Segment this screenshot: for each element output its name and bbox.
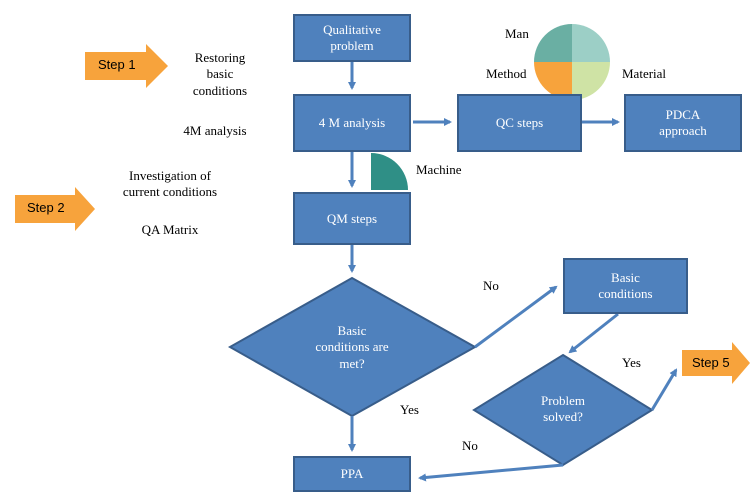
label-man: Man: [505, 26, 529, 41]
man-quadrant: [534, 24, 572, 62]
step5-arrow-shape: [682, 342, 750, 384]
note-restoring-basic-conditions: Restoring basic conditions: [192, 50, 248, 98]
arrow-diamond-to-basic: [474, 285, 558, 349]
label-machine: Machine: [416, 162, 462, 177]
box-ppa: PPA: [293, 456, 411, 492]
note-investigation: Investigation of current conditions: [122, 168, 218, 200]
box-qc-steps: QC steps: [457, 94, 582, 152]
arrow-solved-to-step5: [650, 368, 678, 411]
box-qualitative-problem: Qualitative problem: [293, 14, 411, 62]
step2-label: Step 2: [27, 200, 65, 215]
step1-arrow-shape: [85, 44, 168, 88]
box-pdca-approach: PDCA approach: [624, 94, 742, 152]
method-quadrant: [534, 62, 572, 100]
box-qm-steps: QM steps: [293, 192, 411, 245]
man-quadrant-right: [572, 24, 610, 62]
step5-label: Step 5: [692, 355, 730, 370]
edge-label-yes-right: Yes: [622, 355, 641, 370]
edge-label-no-top: No: [483, 278, 499, 293]
diamond-problem-solved-label: Problem solved?: [540, 393, 586, 425]
machine-quadrant: [371, 153, 408, 190]
material-quadrant: [572, 62, 610, 100]
box-4m-analysis: 4 M analysis: [293, 94, 411, 152]
note-qa-matrix: QA Matrix: [141, 222, 199, 237]
edge-label-yes-down: Yes: [400, 402, 419, 417]
arrow-basic-to-solved: [568, 312, 619, 354]
label-method: Method: [486, 66, 527, 81]
step1-label: Step 1: [98, 57, 136, 72]
arrow-solved-to-ppa: [418, 463, 564, 482]
step2-arrow-shape: [15, 187, 95, 231]
edge-label-no-bottom: No: [462, 438, 478, 453]
box-basic-conditions: Basic conditions: [563, 258, 688, 314]
note-4m-analysis: 4M analysis: [183, 123, 247, 138]
diamond-basic-conditions-met-label: Basic conditions are met?: [315, 323, 389, 371]
label-material: Material: [622, 66, 667, 81]
